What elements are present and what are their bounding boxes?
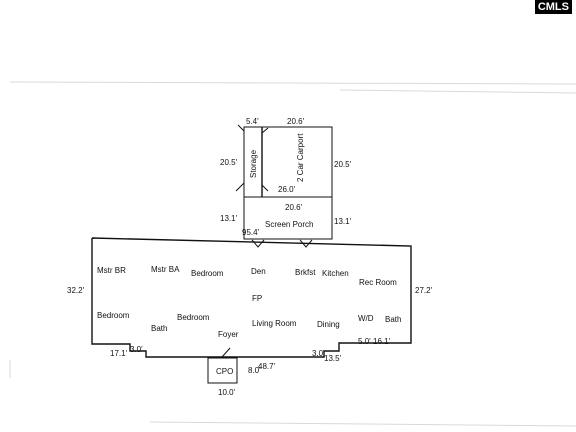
scan-edge-top bbox=[9, 81, 576, 85]
porch-door-left bbox=[251, 239, 265, 248]
dim-bottom-right-step: 3.0' bbox=[312, 349, 325, 358]
cpo-outline bbox=[207, 357, 238, 384]
scan-edge-top-right bbox=[339, 89, 576, 94]
dim-porch-top: 20.6' bbox=[285, 203, 303, 212]
dim-carport-right: 20.5' bbox=[334, 160, 352, 169]
room-bedroom-mid: Bedroom bbox=[177, 313, 210, 322]
dim-cpo-side: 8.0' bbox=[248, 366, 261, 375]
dim-house-left: 32.2' bbox=[67, 286, 85, 295]
dim-bottom-left: 17.1' bbox=[110, 349, 128, 358]
room-den: Den bbox=[251, 267, 266, 276]
room-rec-room: Rec Room bbox=[359, 278, 397, 287]
label-carport: 2 Car Carport bbox=[296, 133, 305, 182]
porch-door-right bbox=[299, 239, 313, 248]
label-screen-porch: Screen Porch bbox=[265, 220, 313, 229]
dim-storage-width: 5.4' bbox=[246, 117, 259, 126]
dim-bottom-left-step: 3.0' bbox=[130, 345, 143, 354]
dim-bottom-mid: 48.7' bbox=[258, 362, 276, 371]
dim-house-top: 95.4' bbox=[242, 228, 260, 237]
label-storage: Storage bbox=[249, 149, 258, 178]
dim-bottom-right-a: 13.5' bbox=[324, 354, 342, 363]
room-bath-left: Bath bbox=[151, 324, 167, 333]
room-brkfst: Brkfst bbox=[295, 268, 316, 277]
room-bedroom-top: Bedroom bbox=[191, 269, 224, 278]
room-bedroom-left: Bedroom bbox=[97, 311, 130, 320]
screen-porch-outline bbox=[243, 196, 333, 240]
room-bath-right: Bath bbox=[385, 315, 401, 324]
room-dining: Dining bbox=[317, 320, 340, 329]
storage-door-mark-top bbox=[237, 124, 245, 132]
dim-carport-inner: 26.0' bbox=[278, 185, 296, 194]
room-foyer: Foyer bbox=[218, 330, 239, 339]
scan-edge-bottom bbox=[149, 421, 576, 427]
dim-carport-top: 20.6' bbox=[287, 117, 305, 126]
dim-bottom-right-c: 16.1' bbox=[373, 337, 391, 346]
carport-door-mark-bottom bbox=[261, 184, 269, 192]
label-cpo: CPO bbox=[216, 367, 233, 376]
dim-house-right: 27.2' bbox=[415, 286, 433, 295]
dim-porch-left: 13.1' bbox=[220, 214, 238, 223]
room-wd: W/D bbox=[358, 314, 374, 323]
storage-door-mark-left bbox=[235, 182, 245, 192]
mls-watermark: CMLS bbox=[534, 0, 572, 14]
room-kitchen: Kitchen bbox=[322, 269, 349, 278]
house-outline bbox=[91, 237, 412, 358]
room-fp: FP bbox=[252, 294, 262, 303]
dim-cpo-bottom: 10.0' bbox=[218, 388, 236, 397]
room-mstr-ba: Mstr BA bbox=[151, 265, 180, 274]
dim-bottom-right-b: 5.0' bbox=[358, 337, 371, 346]
room-mstr-br: Mstr BR bbox=[97, 266, 126, 275]
room-living-room: Living Room bbox=[252, 319, 297, 328]
carport-door-mark-top bbox=[261, 127, 269, 134]
foyer-door-mark bbox=[221, 347, 231, 358]
dim-carport-left: 20.5' bbox=[220, 158, 238, 167]
dim-porch-right: 13.1' bbox=[334, 217, 352, 226]
